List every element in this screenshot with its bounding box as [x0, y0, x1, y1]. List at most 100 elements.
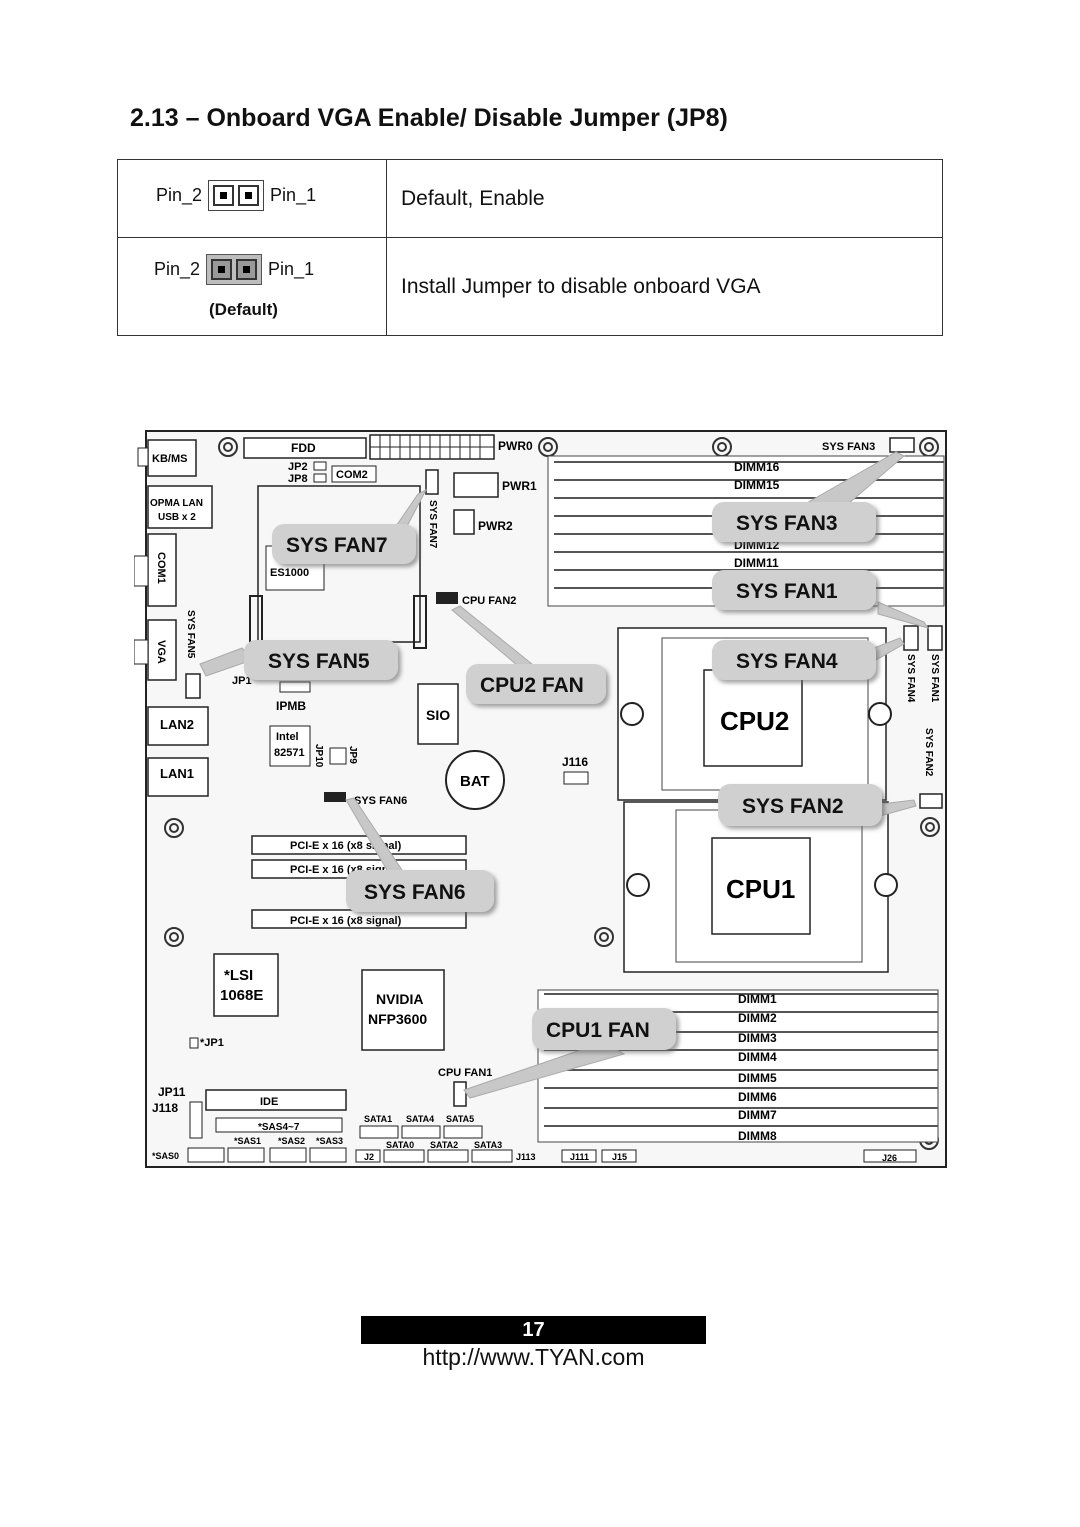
cpu-sockets: CPU2 CPU1 SYS FAN4 SYS FAN1 SYS FAN2 — [617, 625, 943, 973]
dimm3-label: DIMM3 — [738, 1031, 777, 1045]
dimm16-label: DIMM16 — [734, 460, 780, 474]
callouts: SYS FAN7 SYS FAN3 SYS FAN1 SYS FAN5 CPU2… — [244, 502, 882, 1050]
j15-label: J15 — [612, 1152, 627, 1162]
j118-label: J118 — [152, 1101, 178, 1115]
lan2-label: LAN2 — [160, 717, 194, 732]
sata2-label: SATA2 — [430, 1140, 458, 1150]
dimm6-label: DIMM6 — [738, 1090, 777, 1104]
sata5-label: SATA5 — [446, 1114, 474, 1124]
ide-label: IDE — [260, 1096, 278, 1108]
cpufan2-header-label: CPU FAN2 — [462, 595, 516, 607]
pwr2-label: PWR2 — [478, 519, 513, 533]
callout-sysfan2: SYS FAN2 — [742, 795, 844, 818]
jp9-label: JP9 — [347, 746, 358, 764]
pin1-label: Pin_1 — [270, 185, 317, 205]
ipmb-label: IPMB — [276, 699, 306, 713]
callout-sysfan5: SYS FAN5 — [268, 650, 370, 673]
page-number: 17 — [361, 1316, 706, 1344]
default-label: (Default) — [209, 300, 278, 319]
jumper-row-disable: Pin_2 Pin_1 (Default) Install Jumper to … — [117, 237, 943, 336]
callout-sysfan1: SYS FAN1 — [736, 580, 838, 603]
cpu1-label: CPU1 — [726, 874, 795, 904]
dimm2-label: DIMM2 — [738, 1011, 777, 1025]
sas47-label: *SAS4~7 — [258, 1122, 300, 1133]
dimm1-label: DIMM1 — [738, 992, 777, 1006]
jp11-label: JP11 — [158, 1085, 186, 1099]
pin2-label: Pin_2 — [154, 259, 201, 279]
sas3-label: *SAS3 — [316, 1136, 343, 1146]
callout-pointers — [199, 451, 930, 1099]
pwr1-label: PWR1 — [502, 479, 537, 493]
jp10-label: JP10 — [313, 744, 324, 768]
bat-label: BAT — [460, 773, 490, 790]
j116-label: J116 — [562, 755, 588, 769]
com2-label: COM2 — [336, 469, 368, 481]
lan1-label: LAN1 — [160, 766, 194, 781]
misc-chips: JP1 IPMB Intel 82571 JP10 JP9 SIO BAT J1… — [232, 675, 589, 810]
lsi-label: *LSI — [224, 967, 253, 984]
sata0-label: SATA0 — [386, 1140, 414, 1150]
sas0-label: *SAS0 — [152, 1151, 179, 1161]
lower-chips: *LSI 1068E NVIDIA NFP3600 *JP1 — [189, 953, 445, 1051]
lsi-model-label: 1068E — [220, 987, 263, 1004]
pin1-label: Pin_1 — [268, 259, 315, 279]
footer-url: http://www.TYAN.com — [422, 1344, 645, 1370]
j2-label: J2 — [364, 1152, 374, 1162]
sysfan4-header-label: SYS FAN4 — [905, 654, 916, 703]
jp1-bottom-label: *JP1 — [200, 1037, 224, 1049]
jumper-row-enable: Pin_2 Pin_1 Default, Enable — [117, 159, 943, 238]
motherboard-diagram: KB/MS OPMA LAN USB x 2 COM1 VGA LAN2 LAN… — [134, 430, 947, 1168]
vga-label: VGA — [155, 640, 167, 664]
sysfan3-header-label: SYS FAN3 — [822, 441, 875, 453]
jumper-closed-icon — [206, 254, 263, 285]
dimm4-label: DIMM4 — [738, 1050, 777, 1064]
bottom-connectors: CPU FAN1 JP11 J118 IDE *SAS4~7 *SAS1 *SA… — [152, 1067, 917, 1163]
sio-label: SIO — [426, 707, 450, 723]
callout-cpu2fan: CPU2 FAN — [480, 674, 584, 697]
dimm7-label: DIMM7 — [738, 1108, 777, 1122]
intel-label: Intel — [276, 731, 299, 743]
sas2-label: *SAS2 — [278, 1136, 305, 1146]
pin2-label: Pin_2 — [156, 185, 203, 205]
sas1-label: *SAS1 — [234, 1136, 261, 1146]
nvidia-label: NVIDIA — [376, 991, 423, 1007]
j111-label: J111 — [570, 1152, 589, 1162]
sysfan1-header-label: SYS FAN1 — [929, 654, 940, 703]
cpu2-label: CPU2 — [720, 706, 789, 736]
opma-label: OPMA LAN — [150, 498, 203, 509]
intel-model-label: 82571 — [274, 747, 305, 759]
callout-sysfan3: SYS FAN3 — [736, 512, 838, 535]
pcie-slot-3-label: PCI-E x 16 (x8 signal) — [290, 915, 402, 927]
jp2-label: JP2 — [288, 461, 308, 473]
sysfan7-header-label: SYS FAN7 — [427, 500, 438, 549]
j113-label: J113 — [516, 1152, 536, 1162]
j26-label: J26 — [882, 1153, 897, 1163]
com1-label: COM1 — [155, 552, 167, 584]
sata1-label: SATA1 — [364, 1114, 392, 1124]
jumper-description: Default, Enable — [386, 159, 943, 238]
jumper-table: Pin_2 Pin_1 Default, Enable Pin_2 Pin_1 … — [117, 159, 943, 336]
sata3-label: SATA3 — [474, 1140, 502, 1150]
dimm8-label: DIMM8 — [738, 1129, 777, 1143]
callout-cpu1fan: CPU1 FAN — [546, 1019, 650, 1042]
section-heading: 2.13 – Onboard VGA Enable/ Disable Jumpe… — [130, 104, 728, 132]
rear-io: KB/MS OPMA LAN USB x 2 COM1 VGA LAN2 LAN… — [134, 439, 213, 797]
callout-sysfan6: SYS FAN6 — [364, 881, 466, 904]
dimm5-label: DIMM5 — [738, 1071, 777, 1085]
sysfan6-header-label: SYS FAN6 — [354, 795, 407, 807]
kbms-label: KB/MS — [152, 453, 187, 465]
dimm15-label: DIMM15 — [734, 478, 780, 492]
sysfan2-header-label: SYS FAN2 — [923, 728, 934, 777]
nvidia-model-label: NFP3600 — [368, 1011, 427, 1027]
jp1-top-label: JP1 — [232, 675, 252, 687]
pin-diagram-closed: Pin_2 Pin_1 (Default) — [117, 237, 387, 336]
top-headers: FDD PWR0 JP2 JP8 COM2 PWR1 PWR2 SYS FAN7… — [185, 434, 915, 699]
pin-diagram-open: Pin_2 Pin_1 — [117, 159, 387, 238]
jp8-label: JP8 — [288, 473, 308, 485]
callout-sysfan7: SYS FAN7 — [286, 534, 388, 557]
jumper-description: Install Jumper to disable onboard VGA — [386, 237, 943, 336]
usb-label: USB x 2 — [158, 512, 196, 523]
callout-sysfan4: SYS FAN4 — [736, 650, 838, 673]
fdd-label: FDD — [291, 441, 316, 455]
pwr0-label: PWR0 — [498, 439, 533, 453]
